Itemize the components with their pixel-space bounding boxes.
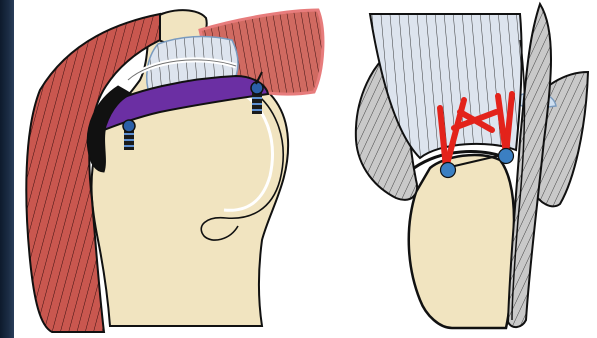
anchor-cap-left [441,163,456,178]
anchor-left [123,120,135,150]
anchor-right [251,82,263,114]
anchor-cap-right [499,149,514,164]
humerus-bone-right [409,155,514,328]
left-panel [26,10,323,332]
right-panel [356,4,588,328]
